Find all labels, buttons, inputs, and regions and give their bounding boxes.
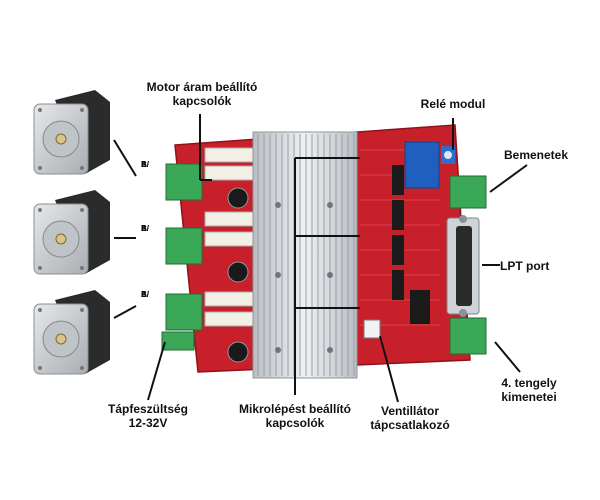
- motor-current-line2: kapcsolók: [172, 94, 232, 108]
- relay-module-text: Relé modul: [420, 97, 486, 111]
- fan-connector: [363, 319, 381, 339]
- supply-line2: 12-32V: [128, 416, 168, 430]
- pin-label: A: [141, 224, 147, 233]
- fan-line1: Ventillátor: [380, 404, 439, 418]
- motor-current-label: Motor áram beállító kapcsolók: [132, 80, 272, 108]
- input-terminal: [449, 175, 487, 209]
- axis4-label: 4. tengely kimenetei: [484, 376, 574, 404]
- pin-label: B/: [141, 160, 149, 169]
- pin-label: A/: [141, 160, 149, 169]
- stepper-motor-2: [33, 190, 110, 275]
- lpt-port-text: LPT port: [500, 259, 550, 273]
- inputs-label: Bemenetek: [496, 148, 576, 162]
- callout-lines: [113, 114, 528, 403]
- pin-label: A: [141, 160, 147, 169]
- pin-label: A: [141, 290, 147, 299]
- resistor-blocks: [204, 147, 254, 327]
- heatsink: [252, 131, 358, 379]
- microstep-label: Mikrolépést beállító kapcsolók: [225, 402, 365, 430]
- microstep-line2: kapcsolók: [265, 416, 325, 430]
- fan-label: Ventillátor tápcsatlakozó: [360, 404, 460, 432]
- supply-line1: Tápfeszültség: [107, 402, 188, 416]
- microstep-line1: Mikrolépést beállító: [238, 402, 352, 416]
- pin-label: B/: [141, 290, 149, 299]
- axis4-line2: kimenetei: [501, 390, 557, 404]
- capacitors: [227, 187, 249, 363]
- ic-column: [392, 165, 430, 324]
- lpt-port-label: LPT port: [500, 259, 570, 273]
- supply-label: Tápfeszültség 12-32V: [98, 402, 198, 430]
- lpt-port: [446, 215, 480, 317]
- motor-terminals: [161, 163, 203, 351]
- stepper-motor-3: [33, 290, 110, 375]
- pin-label: A/: [141, 224, 149, 233]
- pin-label: B: [141, 224, 147, 233]
- motor-current-line1: Motor áram beállító: [146, 80, 258, 94]
- axis4-terminal: [449, 317, 487, 355]
- pin-label: B: [141, 160, 147, 169]
- stepper-motor-1: [33, 90, 110, 175]
- fan-line2: tápcsatlakozó: [370, 418, 450, 432]
- relay-module-label: Relé modul: [408, 97, 498, 111]
- pin-label: B: [141, 290, 147, 299]
- inputs-text: Bemenetek: [503, 148, 569, 162]
- pin-label: B/: [141, 224, 149, 233]
- axis4-line1: 4. tengely: [501, 376, 557, 390]
- pin-label: A/: [141, 290, 149, 299]
- relay: [404, 141, 440, 189]
